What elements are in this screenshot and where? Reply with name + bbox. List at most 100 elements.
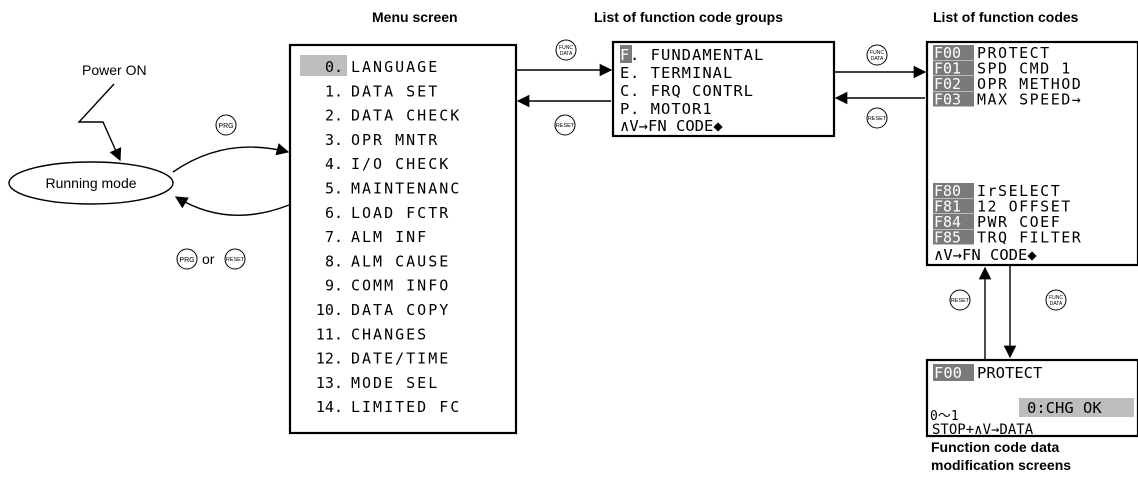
reset-button-3[interactable]: RESET — [949, 289, 971, 311]
svg-text:FUNC: FUNC — [870, 50, 884, 56]
group-letter: F — [620, 46, 629, 64]
func-data-button-3[interactable]: FUNC DATA — [1045, 289, 1067, 311]
function-code: F02 — [934, 75, 961, 93]
svg-text:PRG: PRG — [218, 123, 233, 130]
function-code-row[interactable]: F03 MAX SPEED→ — [933, 91, 1082, 109]
function-code: F03 — [934, 91, 961, 109]
group-item[interactable]: F. FUNDAMENTAL — [620, 46, 764, 64]
menu-item-label: DATE/TIME — [351, 350, 450, 368]
menu-item-label: LIMITED FC — [351, 398, 461, 416]
code-highlight — [933, 91, 974, 107]
menu-item-label: DATA CHECK — [351, 107, 461, 125]
menu-screen-panel — [288, 43, 518, 435]
svg-text:RESET: RESET — [951, 298, 970, 304]
menu-item-number: 7. — [325, 228, 343, 246]
groups-footer: ∧V→FN CODE◆ — [620, 117, 723, 135]
group-letter: E — [620, 64, 629, 82]
power-on-arrow — [77, 83, 122, 162]
svg-text:RESET: RESET — [556, 123, 575, 129]
func-data-button-2[interactable]: FUNC DATA — [866, 44, 888, 66]
menu-item[interactable]: 9.COMM INFO — [325, 277, 450, 295]
menu-item[interactable]: 0.LANGUAGE — [325, 58, 439, 76]
menu-item[interactable]: 13.MODE SEL — [316, 374, 439, 392]
reset-button-2[interactable]: RESET — [866, 107, 888, 129]
menu-item-label: ALM CAUSE — [351, 252, 450, 270]
function-code: F81 — [934, 198, 961, 216]
menu-item[interactable]: 12.DATE/TIME — [316, 350, 450, 368]
menu-item[interactable]: 1.DATA SET — [325, 82, 439, 100]
menu-item[interactable]: 3.OPR MNTR — [325, 131, 439, 149]
menu-item-label: I/O CHECK — [351, 155, 450, 173]
menu-item[interactable]: 2.DATA CHECK — [325, 107, 461, 125]
reset-button-return[interactable]: RESET — [224, 248, 246, 270]
group-letter: C — [620, 82, 629, 100]
function-code: F80 — [934, 182, 961, 200]
menu-item[interactable]: 6.LOAD FCTR — [325, 204, 450, 222]
menu-item-label: LANGUAGE — [351, 58, 439, 76]
svg-text:PRG: PRG — [179, 257, 194, 264]
prg-button[interactable]: PRG — [215, 114, 237, 136]
menu-item[interactable]: 8. ALM CAUSE — [325, 252, 450, 270]
function-code: F00 — [934, 44, 961, 62]
modify-footer: STOP+∧V→DATA — [932, 422, 1034, 438]
code-highlight — [933, 60, 974, 76]
menu-item[interactable]: 14. LIMITED FC — [316, 398, 461, 416]
menu-item[interactable]: 7. ALM INF — [325, 228, 428, 246]
modification-heading-line1: Function code data — [931, 439, 1060, 455]
function-code: F84 — [934, 213, 961, 231]
function-code-row[interactable]: F01 SPD CMD 1 — [933, 60, 1072, 78]
or-label: or — [202, 251, 215, 267]
function-code-row[interactable]: F02 OPR METHOD — [933, 75, 1082, 93]
menu-item-label: LOAD FCTR — [351, 204, 450, 222]
function-code-name: OPR METHOD — [977, 75, 1082, 93]
menu-item-number: 10. — [316, 301, 343, 319]
svg-text:FUNC: FUNC — [559, 45, 573, 51]
svg-text:DATA: DATA — [1050, 301, 1063, 307]
function-code-name: MAX SPEED→ — [977, 91, 1082, 109]
menu-item-number: 4. — [325, 155, 343, 173]
function-code-name: PWR COEF — [977, 213, 1061, 231]
group-item[interactable]: E. TERMINAL — [620, 64, 733, 82]
function-code-row[interactable]: F00 PROTECT — [933, 44, 1051, 62]
running-mode-state — [8, 161, 174, 205]
modify-value-highlight — [1019, 398, 1134, 417]
menu-item-number: 1. — [325, 82, 343, 100]
function-code-name: SPD CMD 1 — [977, 60, 1072, 78]
function-code-name: PROTECT — [977, 44, 1051, 62]
menu-list: 0.LANGUAGE 1.DATA SET 2.DATA CHECK 3.OPR MN… — [316, 58, 461, 416]
menu-item-number: 8. — [325, 252, 343, 270]
modify-code-highlight — [933, 364, 974, 381]
group-item[interactable]: C. FRQ CONTRL — [620, 82, 754, 100]
code-highlight — [933, 214, 974, 229]
menu-item-number: 9. — [325, 277, 343, 295]
group-item[interactable]: P. MOTOR1 — [620, 100, 713, 118]
running-mode-label: Running mode — [45, 175, 136, 191]
function-code: F01 — [934, 60, 961, 78]
menu-item-label: ALM INF — [351, 228, 428, 246]
groups-cursor-highlight — [620, 45, 632, 63]
group-label: . FUNDAMENTAL — [630, 46, 764, 64]
group-letter: P — [620, 100, 629, 118]
prg-button-return[interactable]: PRG — [176, 248, 198, 270]
menu-item[interactable]: 5.MAINTENANC — [325, 180, 461, 198]
menu-item[interactable]: 11.CHANGES — [316, 325, 428, 343]
svg-text:DATA: DATA — [871, 56, 884, 62]
modify-title: PROTECT — [977, 364, 1042, 382]
reset-button-1[interactable]: RESET — [554, 114, 576, 136]
function-code-row[interactable]: F84 PWR COEF — [933, 213, 1061, 231]
group-label: . TERMINAL — [630, 64, 733, 82]
code-highlight — [933, 76, 974, 91]
menu-item-number: 14. — [316, 398, 343, 416]
running-to-menu-arrow — [172, 143, 290, 173]
group-label: . FRQ CONTRL — [630, 82, 754, 100]
menu-screen-heading: Menu screen — [372, 9, 458, 25]
func-data-button-1[interactable]: FUNC DATA — [555, 39, 577, 61]
menu-item[interactable]: 10.DATA COPY — [316, 301, 450, 319]
menu-item-label: MODE SEL — [351, 374, 439, 392]
menu-item[interactable]: 4. I/O CHECK — [325, 155, 450, 173]
